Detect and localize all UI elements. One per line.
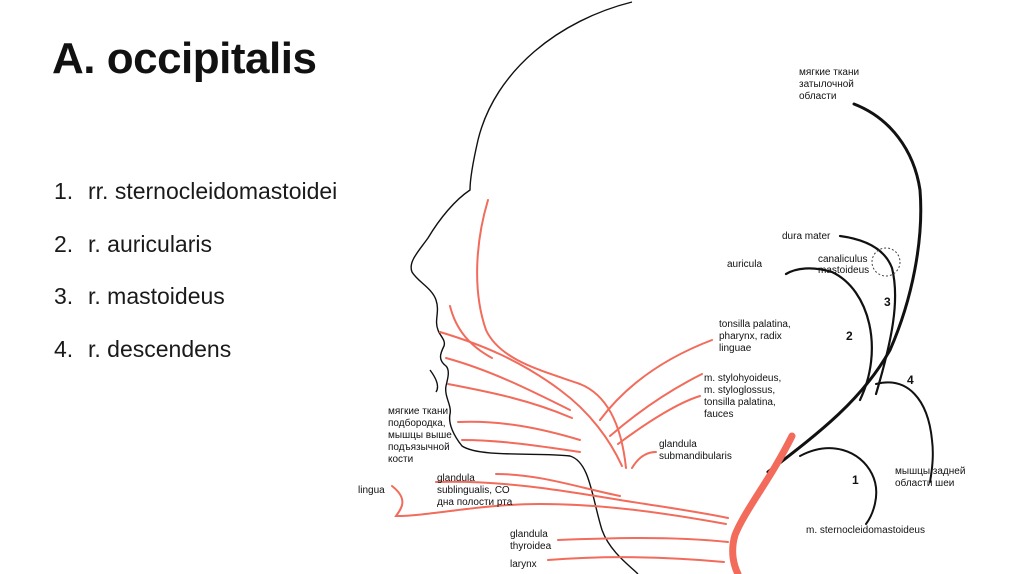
branch-thyroid (558, 538, 728, 542)
label-canaliculus: canaliculus (818, 254, 867, 265)
occipital-trunk (768, 104, 921, 472)
label-thyroidea: thyroidea (510, 541, 552, 552)
branch-larynx (548, 557, 724, 562)
label-tonsilla: linguae (719, 343, 752, 354)
label-lingua: lingua (358, 485, 385, 496)
canaliculus-marker (872, 248, 900, 276)
label-larynx: larynx (510, 559, 537, 570)
label-soft-tissue-occipital: затылочной (799, 79, 854, 90)
label-sublingualis: glandula (437, 473, 475, 484)
label-chin: мышцы выше (388, 430, 452, 441)
label-tonsilla: tonsilla palatina, (719, 319, 791, 330)
label-stylo: tonsilla palatina, (704, 397, 776, 408)
label-soft-tissue-occipital: мягкие ткани (799, 67, 859, 78)
number-3: 3 (884, 295, 891, 309)
branch-face-1 (450, 306, 492, 358)
label-auricula: auricula (727, 259, 762, 270)
label-dura-mater: dura mater (782, 231, 831, 242)
branch-temporal (477, 200, 626, 468)
label-thyroidea: glandula (510, 529, 548, 540)
label-canaliculus: mastoideus (818, 265, 869, 276)
carotid-main (733, 436, 792, 574)
number-4: 4 (907, 373, 914, 387)
label-stylo: m. styloglossus, (704, 385, 775, 396)
label-stylo: m. stylohyoideus, (704, 373, 781, 384)
label-scm: m. sternocleidomastoideus (806, 525, 925, 536)
label-chin: кости (388, 454, 413, 465)
branch-scm (800, 448, 876, 524)
label-submandibularis: submandibularis (659, 451, 732, 462)
label-sublingualis: sublingualis, СО (437, 485, 510, 496)
jaw-line (430, 370, 438, 392)
branch-chin-2 (462, 440, 580, 452)
branch-submand (632, 452, 656, 468)
label-tonsilla: pharynx, radix (719, 331, 782, 342)
label-neck: области шеи (895, 477, 954, 489)
occipital-artery (768, 104, 933, 524)
label-chin: подъязычной (388, 442, 450, 453)
label-stylo: fauces (704, 409, 733, 420)
branch-auricularis (786, 268, 872, 400)
label-chin: мягкие ткани (388, 406, 448, 417)
label-chin: подбородка, (388, 417, 446, 429)
label-sublingualis: дна полости рта (437, 497, 513, 508)
number-1: 1 (852, 473, 859, 487)
branch-chin (458, 422, 580, 440)
number-2: 2 (846, 329, 853, 343)
labels: мягкие ткани затылочной области dura mat… (358, 67, 965, 570)
label-neck: мышцы задней (895, 466, 965, 477)
label-submandibularis: glandula (659, 439, 697, 450)
label-soft-tissue-occipital: области (799, 90, 836, 102)
branch-stylo (610, 374, 702, 436)
branch-tonsilla (600, 340, 712, 420)
